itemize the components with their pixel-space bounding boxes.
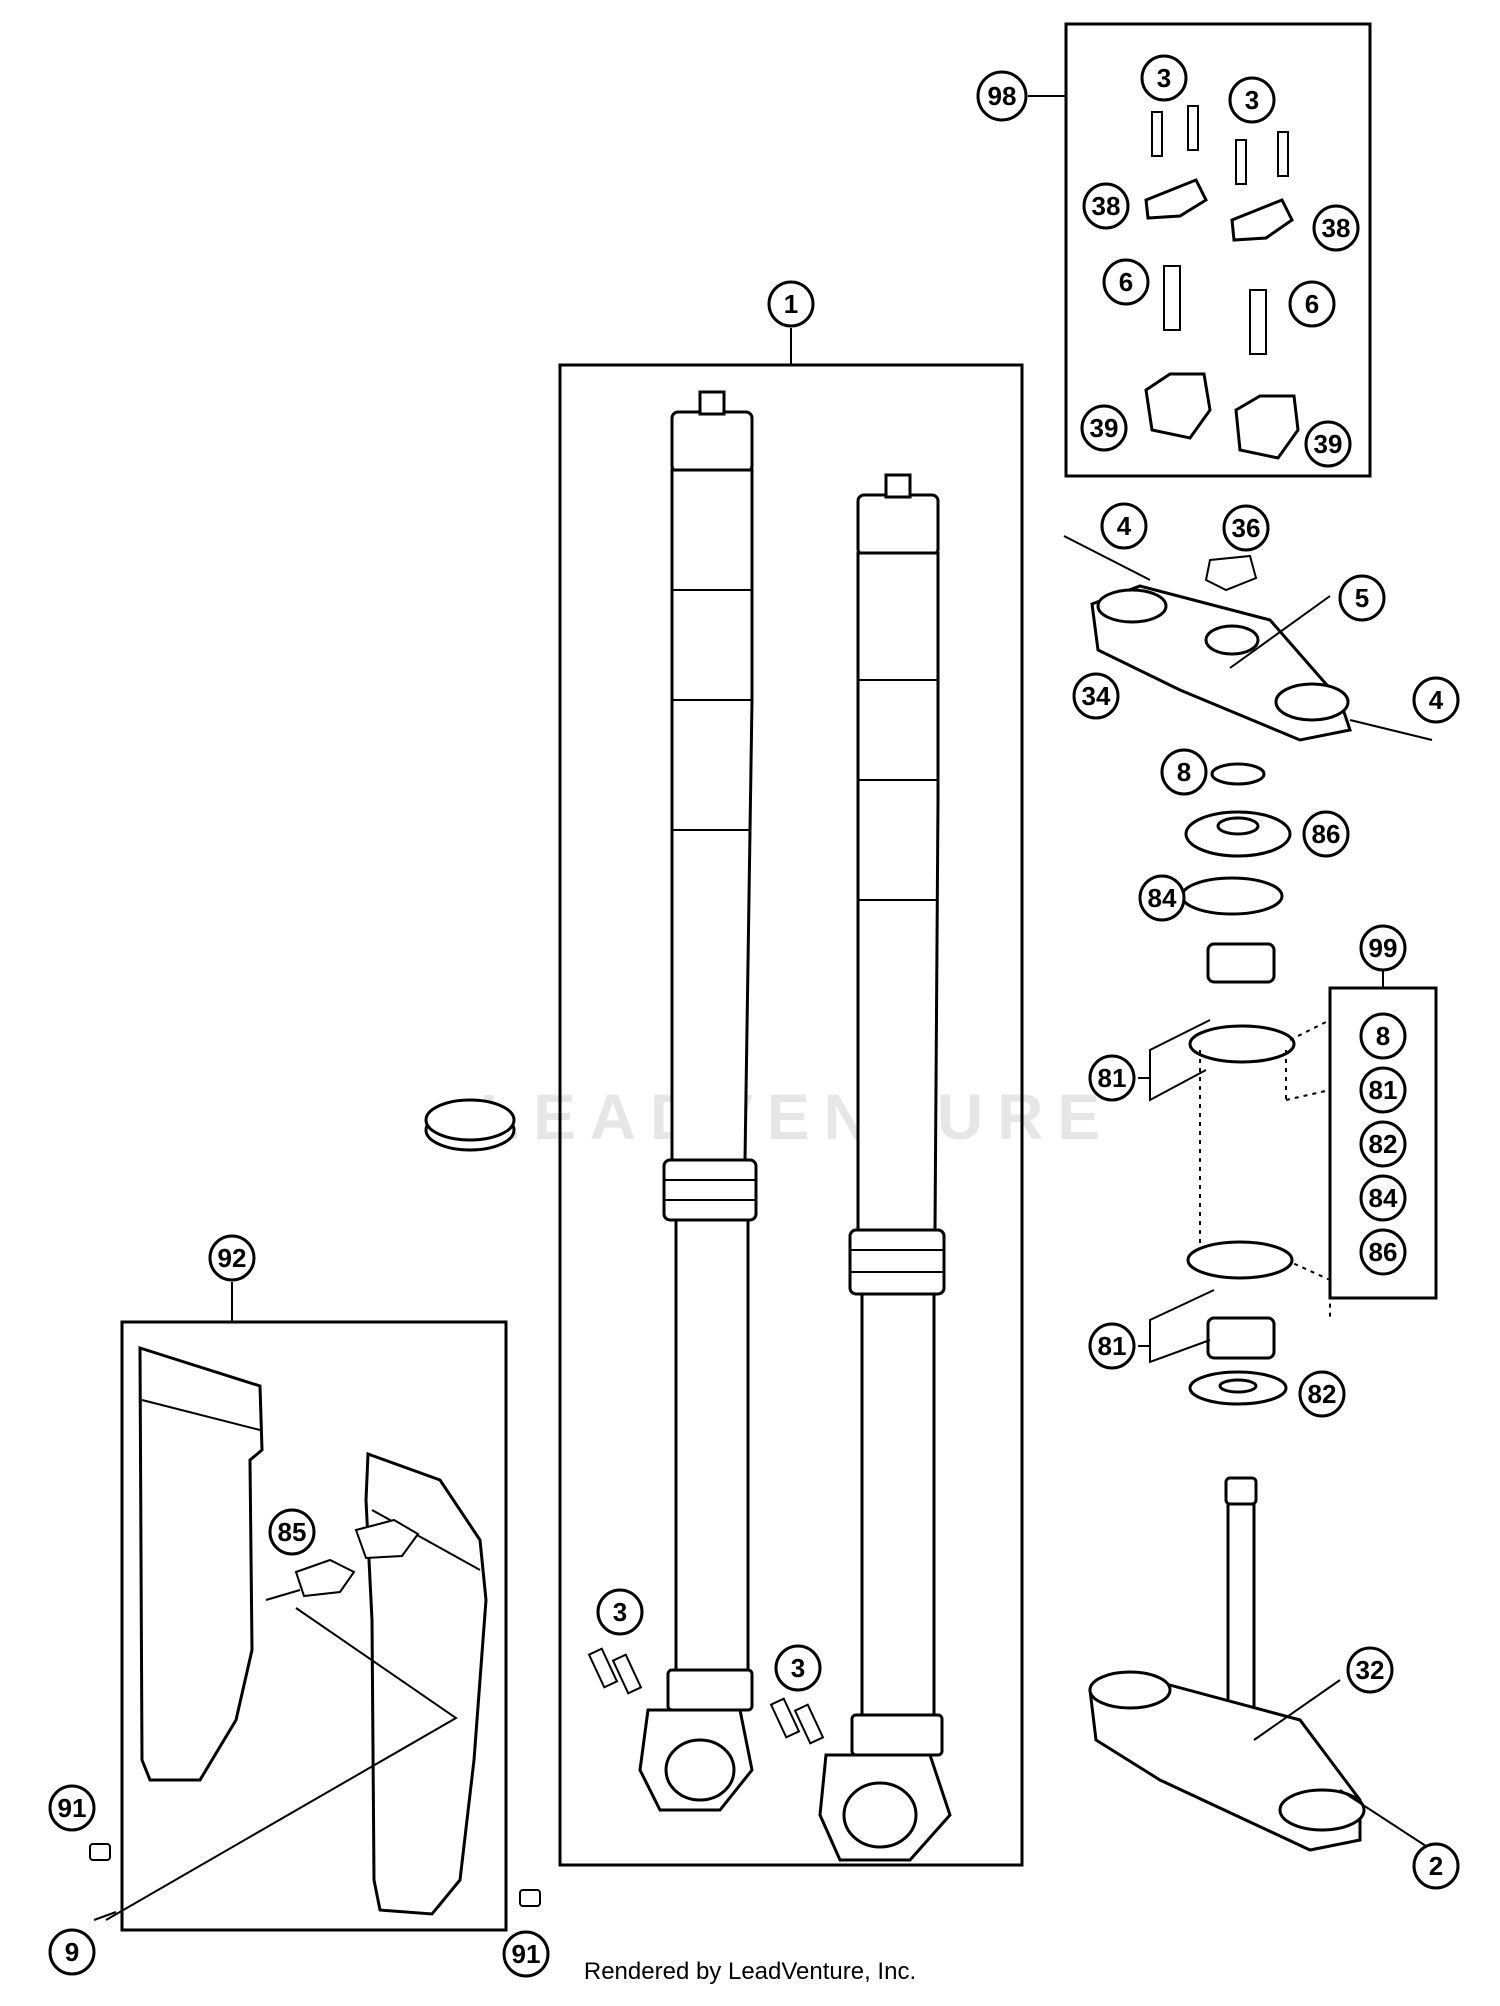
upper-triple-clamp	[1063, 535, 1433, 742]
callout-3-right: 3	[774, 1644, 822, 1692]
svg-text:8: 8	[1177, 757, 1191, 787]
callout-3-left: 3	[596, 1588, 644, 1636]
callout-5: 5	[1338, 574, 1386, 622]
callout-81-lower: 81	[1088, 1322, 1136, 1370]
callout-84: 84	[1138, 874, 1186, 922]
svg-text:4: 4	[1429, 685, 1444, 715]
left-fork-leg	[638, 390, 758, 1812]
svg-text:5: 5	[1355, 583, 1369, 613]
svg-text:81: 81	[1098, 1063, 1127, 1093]
fork-ring	[424, 1098, 516, 1152]
svg-text:91: 91	[58, 1793, 87, 1823]
callout-39-right: 39	[1304, 420, 1352, 468]
svg-text:91: 91	[512, 1939, 541, 1969]
svg-text:86: 86	[1312, 819, 1341, 849]
svg-text:99: 99	[1369, 933, 1398, 963]
svg-text:84: 84	[1369, 1183, 1398, 1213]
guard-screws	[89, 1843, 541, 1921]
right-fork-guard	[364, 1451, 488, 1916]
lower-bearings	[1186, 1240, 1294, 1406]
svg-text:8: 8	[1376, 1021, 1390, 1051]
fork-clamp-bolts-left	[587, 1647, 643, 1695]
kit-99-item-82: 82	[1359, 1120, 1407, 1168]
svg-text:98: 98	[988, 81, 1017, 111]
leader-81a	[1138, 1019, 1211, 1102]
svg-text:38: 38	[1092, 191, 1121, 221]
fork-guard-box	[120, 1320, 508, 1932]
fork-assembly-box	[558, 363, 1024, 1867]
lower-triple-clamp	[1088, 1476, 1433, 1852]
callout-38-left: 38	[1082, 182, 1130, 230]
svg-text:32: 32	[1356, 1655, 1385, 1685]
left-fork-guard	[138, 1345, 264, 1782]
callout-34: 34	[1072, 672, 1120, 720]
callout-38-right: 38	[1312, 204, 1360, 252]
svg-text:2: 2	[1429, 1851, 1443, 1881]
svg-text:38: 38	[1322, 213, 1351, 243]
watermark-text: LEADVENTURE	[480, 1081, 1115, 1153]
svg-text:85: 85	[278, 1517, 307, 1547]
svg-text:82: 82	[1369, 1129, 1398, 1159]
guard-mount-brackets	[105, 1518, 458, 1921]
svg-text:3: 3	[1245, 85, 1259, 115]
svg-text:86: 86	[1369, 1237, 1398, 1267]
svg-text:9: 9	[65, 1937, 79, 1967]
callout-39-left: 39	[1080, 404, 1128, 452]
callout-98: 98	[976, 70, 1028, 122]
steering-bearings	[1180, 762, 1296, 1064]
callout-3-kit-left: 3	[1140, 54, 1188, 102]
svg-text:81: 81	[1098, 1331, 1127, 1361]
callout-4-bottom: 4	[1412, 676, 1460, 724]
callout-3-kit-right: 3	[1228, 76, 1276, 124]
callout-86: 86	[1302, 810, 1350, 858]
callout-1: 1	[767, 280, 815, 328]
footer-credit: Rendered by LeadVenture, Inc.	[583, 1958, 917, 1985]
right-fork-leg	[818, 473, 952, 1862]
svg-text:39: 39	[1090, 413, 1119, 443]
callout-9: 9	[48, 1928, 96, 1976]
callout-6-right: 6	[1288, 280, 1336, 328]
callout-91-left: 91	[48, 1784, 96, 1832]
svg-text:39: 39	[1314, 429, 1343, 459]
fork-clamp-bolts-right	[769, 1697, 825, 1745]
callout-82: 82	[1298, 1370, 1346, 1418]
callout-6-left: 6	[1102, 258, 1150, 306]
callout-36: 36	[1222, 504, 1270, 552]
kit-99-item-81: 81	[1359, 1066, 1407, 1114]
callout-91-right: 91	[502, 1930, 550, 1978]
svg-text:34: 34	[1082, 681, 1111, 711]
svg-text:81: 81	[1369, 1075, 1398, 1105]
kit-99-item-86: 86	[1359, 1228, 1407, 1276]
callout-2: 2	[1412, 1842, 1460, 1890]
callout-99: 99	[1359, 924, 1407, 972]
callout-92: 92	[208, 1234, 256, 1282]
svg-text:6: 6	[1119, 267, 1133, 297]
kit-98-box	[1064, 22, 1372, 478]
callout-81-upper: 81	[1088, 1054, 1136, 1102]
callout-32: 32	[1346, 1646, 1394, 1694]
leader-81b	[1138, 1289, 1215, 1364]
svg-text:1: 1	[784, 289, 798, 319]
callout-85: 85	[268, 1508, 316, 1556]
handlebar-clamp-parts	[1144, 105, 1300, 460]
callout-8: 8	[1160, 748, 1208, 796]
svg-text:82: 82	[1308, 1379, 1337, 1409]
svg-text:3: 3	[1157, 63, 1171, 93]
svg-text:4: 4	[1117, 511, 1132, 541]
svg-text:6: 6	[1305, 289, 1319, 319]
svg-text:92: 92	[218, 1243, 247, 1273]
svg-text:3: 3	[613, 1597, 627, 1627]
svg-text:84: 84	[1148, 883, 1177, 913]
kit-99-item-84: 84	[1359, 1174, 1407, 1222]
svg-text:36: 36	[1232, 513, 1261, 543]
svg-text:3: 3	[791, 1653, 805, 1683]
callout-4-top: 4	[1100, 502, 1148, 550]
kit-99-item-8: 8	[1359, 1012, 1407, 1060]
